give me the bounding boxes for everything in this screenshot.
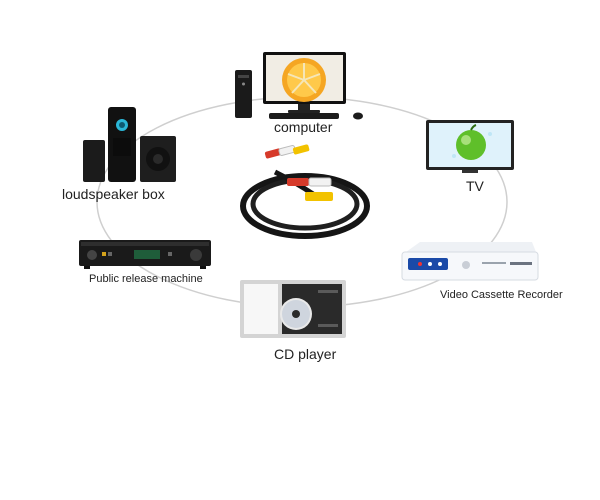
computer-label: computer [274,119,333,135]
vcr-icon [400,240,540,285]
computer-icon [232,50,372,122]
loudspeaker-label: loudspeaker box [62,186,165,202]
rca-cable-icon [235,142,375,247]
tv-icon [424,118,516,174]
public-release-label: Public release machine [89,273,203,285]
tv-label: TV [466,178,484,194]
cd-player-icon [238,278,348,342]
loudspeaker-icon [80,102,180,186]
vcr-label: Video Cassette Recorder [440,289,563,301]
cd-player-label: CD player [274,346,337,362]
amplifier-icon [78,238,212,270]
